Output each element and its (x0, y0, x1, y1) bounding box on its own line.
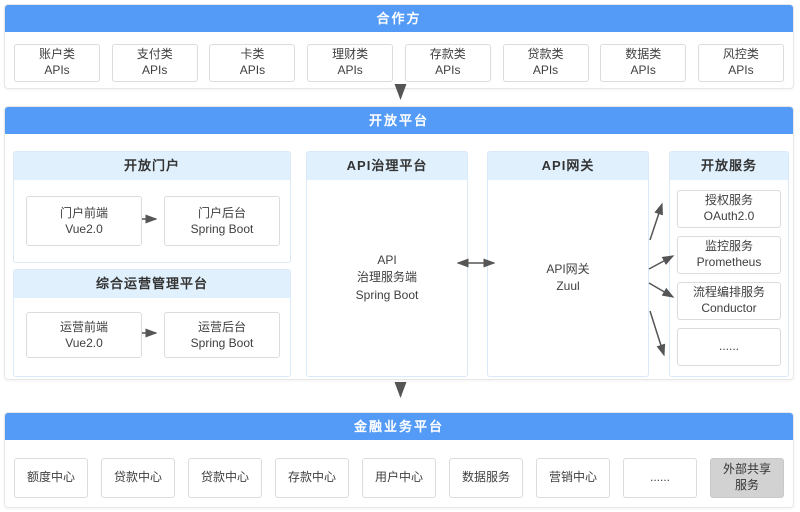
biz-box-label-line1: 外部共享 (722, 462, 771, 477)
operation-card-title: 综合运营管理平台 (14, 270, 290, 298)
finance-platform-section-title: 金融业务平台 (5, 413, 793, 440)
biz-box-label: ...... (649, 470, 670, 485)
node-name: 门户前端 (59, 205, 108, 220)
api-box-sub: APIs (435, 63, 461, 77)
api-box-sub: APIs (337, 63, 363, 77)
api-box-name: 账户类 (38, 47, 75, 62)
biz-box-label-line2: 服务 (734, 478, 759, 492)
biz-box-label: 数据服务 (461, 470, 510, 485)
node-line: 治理服务端 (356, 270, 417, 285)
api-box-payments: 支付类 APIs (111, 44, 198, 82)
api-box-loans: 贷款类 APIs (502, 44, 589, 82)
open-services-card: 开放服务 授权服务 OAuth2.0 监控服务 Prometheus 流程编排服… (669, 151, 789, 377)
operation-backend-node: 运营后台 Spring Boot (164, 312, 280, 358)
node-tech: Vue2.0 (65, 336, 103, 350)
service-box-orchestration: 流程编排服务 Conductor (677, 282, 781, 320)
api-box-name: 理财类 (332, 47, 369, 62)
node-name: 门户后台 (197, 205, 246, 220)
api-box-risk: 风控类 APIs (697, 44, 784, 82)
biz-box-label: 额度中心 (26, 470, 75, 485)
api-box-name: 卡类 (240, 47, 265, 62)
biz-box-marketing-center: 营销中心 (536, 458, 610, 498)
api-governance-card-title: API治理平台 (307, 152, 467, 180)
node-line: Zuul (556, 279, 580, 293)
service-tech: Prometheus (696, 255, 762, 269)
partners-section: 合作方 账户类 APIs 支付类 APIs 卡类 APIs 理财类 APIs 存… (4, 4, 794, 89)
partners-api-row: 账户类 APIs 支付类 APIs 卡类 APIs 理财类 APIs 存款类 A… (5, 32, 793, 82)
biz-box-quota-center: 额度中心 (14, 458, 88, 498)
node-tech: Vue2.0 (65, 222, 103, 236)
node-tech: Spring Boot (190, 222, 254, 236)
api-box-accounts: 账户类 APIs (14, 44, 100, 82)
api-box-sub: APIs (728, 63, 754, 77)
biz-box-deposit-center: 存款中心 (275, 458, 349, 498)
api-box-sub: APIs (44, 63, 70, 77)
partners-section-title: 合作方 (5, 5, 793, 32)
service-tech: Conductor (701, 301, 757, 315)
api-box-cards: 卡类 APIs (209, 44, 296, 82)
portal-frontend-node: 门户前端 Vue2.0 (26, 196, 142, 246)
service-name: ...... (718, 339, 739, 354)
api-gateway-card: API网关 API网关 Zuul (487, 151, 649, 377)
api-box-sub: APIs (630, 63, 656, 77)
service-box-monitoring: 监控服务 Prometheus (677, 236, 781, 274)
api-box-sub: APIs (532, 63, 559, 77)
portal-backend-node: 门户后台 Spring Boot (164, 196, 280, 246)
api-box-deposits: 存款类 APIs (404, 44, 491, 82)
api-gateway-card-title: API网关 (488, 152, 648, 180)
finance-platform-row: 额度中心 贷款中心 贷款中心 存款中心 用户中心 数据服务 营销中心 .....… (5, 440, 793, 498)
api-box-name: 存款类 (429, 47, 466, 62)
api-box-name: 贷款类 (527, 47, 564, 62)
api-box-sub: APIs (142, 63, 168, 77)
api-box-data: 数据类 APIs (600, 44, 687, 82)
biz-box-data-service: 数据服务 (449, 458, 523, 498)
operation-card: 综合运营管理平台 运营前端 Vue2.0 运营后台 Spring Boot (13, 269, 291, 377)
open-platform-section-title: 开放平台 (5, 107, 793, 134)
api-gateway-node: API网关 Zuul (488, 180, 648, 376)
api-governance-card: API治理平台 API 治理服务端 Spring Boot (306, 151, 468, 377)
service-name: 流程编排服务 (692, 285, 765, 300)
finance-platform-section: 金融业务平台 额度中心 贷款中心 贷款中心 存款中心 用户中心 数据服务 营销中… (4, 412, 794, 508)
node-name: 运营后台 (197, 319, 246, 334)
biz-box-external-shared-service: 外部共享 服务 (710, 458, 784, 498)
biz-box-loan-center-2: 贷款中心 (188, 458, 262, 498)
node-line: API (377, 252, 397, 267)
portal-card-title: 开放门户 (14, 152, 290, 180)
open-platform-section: 开放平台 开放门户 门户前端 Vue2.0 门户后台 Spring Boot 综… (4, 106, 794, 380)
api-box-name: 数据类 (625, 47, 662, 62)
api-box-name: 风控类 (722, 47, 759, 62)
node-name: 运营前端 (59, 319, 108, 334)
service-box-more: ...... (677, 328, 781, 366)
portal-card: 开放门户 门户前端 Vue2.0 门户后台 Spring Boot (13, 151, 291, 263)
operation-frontend-node: 运营前端 Vue2.0 (26, 312, 142, 358)
biz-box-more: ...... (623, 458, 697, 498)
open-services-list: 授权服务 OAuth2.0 监控服务 Prometheus 流程编排服务 Con… (670, 180, 788, 366)
api-box-sub: APIs (239, 63, 266, 77)
service-tech: OAuth2.0 (703, 209, 755, 223)
service-name: 监控服务 (704, 239, 753, 254)
biz-box-label: 存款中心 (287, 470, 336, 485)
service-name: 授权服务 (704, 193, 753, 208)
open-services-card-title: 开放服务 (670, 152, 788, 180)
node-tech: Spring Boot (190, 336, 254, 350)
biz-box-loan-center-1: 贷款中心 (101, 458, 175, 498)
node-line: Spring Boot (355, 287, 419, 302)
service-box-auth: 授权服务 OAuth2.0 (677, 190, 781, 228)
node-line: API网关 (546, 261, 590, 276)
biz-box-label: 贷款中心 (113, 470, 162, 485)
biz-box-user-center: 用户中心 (362, 458, 436, 498)
api-governance-node: API 治理服务端 Spring Boot (307, 180, 467, 376)
api-box-wealth: 理财类 APIs (307, 44, 394, 82)
biz-box-label: 用户中心 (374, 470, 423, 485)
biz-box-label: 贷款中心 (200, 470, 249, 485)
api-box-name: 支付类 (136, 47, 173, 62)
biz-box-label: 营销中心 (548, 470, 597, 485)
